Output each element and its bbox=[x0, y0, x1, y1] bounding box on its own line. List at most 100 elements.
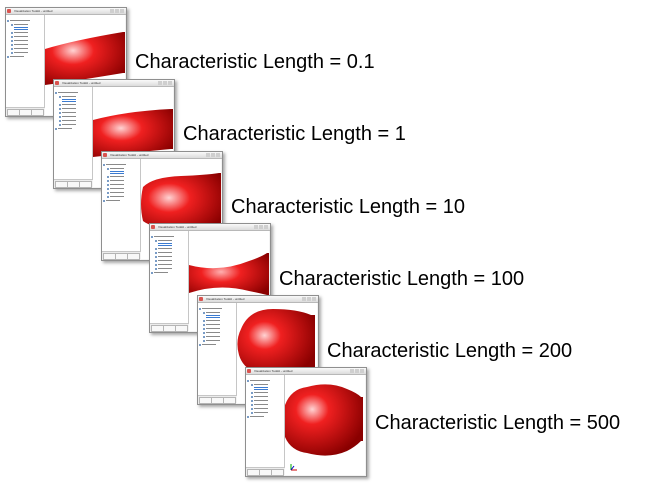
maximize-icon[interactable] bbox=[307, 297, 311, 301]
close-icon[interactable] bbox=[264, 225, 268, 229]
tree-item[interactable] bbox=[11, 51, 28, 54]
tree-item-selected[interactable] bbox=[206, 315, 220, 318]
tree-item[interactable] bbox=[59, 107, 76, 110]
model-tree[interactable] bbox=[246, 375, 285, 468]
tree-item[interactable] bbox=[59, 111, 76, 114]
tab-visibility[interactable] bbox=[175, 325, 188, 332]
tree-item[interactable] bbox=[203, 327, 220, 330]
tree-item[interactable] bbox=[251, 403, 268, 406]
minimize-icon[interactable] bbox=[206, 153, 210, 157]
tree-item[interactable] bbox=[59, 103, 76, 106]
close-icon[interactable] bbox=[120, 9, 124, 13]
tree-item[interactable] bbox=[203, 331, 220, 334]
tab-visibility[interactable] bbox=[271, 469, 284, 476]
tree-item[interactable] bbox=[59, 119, 76, 122]
tree-item[interactable] bbox=[251, 407, 268, 410]
tree-item-selected[interactable] bbox=[110, 171, 124, 174]
close-icon[interactable] bbox=[216, 153, 220, 157]
tree-item[interactable] bbox=[199, 343, 216, 346]
tree-item[interactable] bbox=[155, 255, 172, 258]
tree-item[interactable] bbox=[251, 395, 268, 398]
tree-item[interactable] bbox=[251, 399, 268, 402]
tree-item[interactable] bbox=[11, 47, 28, 50]
title-bar[interactable]: Visualization Toolkit - untitled bbox=[54, 80, 174, 87]
app-window-6[interactable]: Visualization Toolkit - untitled bbox=[245, 367, 367, 477]
tree-item[interactable] bbox=[203, 319, 220, 322]
close-icon[interactable] bbox=[168, 81, 172, 85]
minimize-icon[interactable] bbox=[350, 369, 354, 373]
maximize-icon[interactable] bbox=[163, 81, 167, 85]
tree-item[interactable] bbox=[151, 271, 168, 274]
tree-item-selected[interactable] bbox=[14, 27, 28, 30]
maximize-icon[interactable] bbox=[259, 225, 263, 229]
tree-item[interactable] bbox=[107, 167, 124, 170]
minimize-icon[interactable] bbox=[110, 9, 114, 13]
tree-item[interactable] bbox=[55, 91, 78, 94]
maximize-icon[interactable] bbox=[115, 9, 119, 13]
title-bar[interactable]: Visualization Toolkit - untitled bbox=[150, 224, 270, 231]
tree-item[interactable] bbox=[155, 263, 172, 266]
tree-item[interactable] bbox=[59, 115, 76, 118]
maximize-icon[interactable] bbox=[211, 153, 215, 157]
tree-item-selected[interactable] bbox=[158, 243, 172, 246]
close-icon[interactable] bbox=[360, 369, 364, 373]
tree-item[interactable] bbox=[247, 379, 270, 382]
tree-item[interactable] bbox=[107, 175, 124, 178]
tree-item-selected[interactable] bbox=[62, 99, 76, 102]
axis-triad-icon bbox=[290, 464, 297, 471]
tree-item[interactable] bbox=[107, 179, 124, 182]
tree-item[interactable] bbox=[151, 235, 174, 238]
tree-item-selected[interactable] bbox=[254, 387, 268, 390]
tree-item[interactable] bbox=[11, 39, 28, 42]
tree-item[interactable] bbox=[103, 163, 126, 166]
tree-item[interactable] bbox=[7, 19, 30, 22]
tree-item[interactable] bbox=[59, 123, 76, 126]
minimize-icon[interactable] bbox=[158, 81, 162, 85]
model-tree[interactable] bbox=[6, 15, 45, 108]
tree-item[interactable] bbox=[11, 31, 28, 34]
tab-visibility[interactable] bbox=[31, 109, 44, 116]
title-bar[interactable]: Visualization Toolkit - untitled bbox=[102, 152, 222, 159]
minimize-icon[interactable] bbox=[302, 297, 306, 301]
tree-item[interactable] bbox=[203, 339, 220, 342]
title-bar[interactable]: Visualization Toolkit - untitled bbox=[198, 296, 318, 303]
tab-visibility[interactable] bbox=[127, 253, 140, 260]
tree-item[interactable] bbox=[155, 267, 172, 270]
tree-item[interactable] bbox=[199, 307, 222, 310]
model-tree[interactable] bbox=[54, 87, 93, 180]
title-bar[interactable]: Visualization Toolkit - untitled bbox=[6, 8, 126, 15]
tree-item[interactable] bbox=[155, 247, 172, 250]
tree-item[interactable] bbox=[247, 415, 264, 418]
tab-visibility[interactable] bbox=[79, 181, 92, 188]
render-view[interactable] bbox=[285, 375, 365, 475]
model-tree[interactable] bbox=[198, 303, 237, 396]
tree-item[interactable] bbox=[203, 311, 220, 314]
tab-visibility[interactable] bbox=[223, 397, 236, 404]
tree-item[interactable] bbox=[203, 335, 220, 338]
tree-item[interactable] bbox=[107, 187, 124, 190]
tree-item[interactable] bbox=[55, 127, 72, 130]
tree-item[interactable] bbox=[155, 239, 172, 242]
tree-item[interactable] bbox=[251, 391, 268, 394]
model-tree[interactable] bbox=[150, 231, 189, 324]
tree-item[interactable] bbox=[11, 23, 28, 26]
tree-item[interactable] bbox=[107, 191, 124, 194]
tree-item[interactable] bbox=[11, 43, 28, 46]
title-bar[interactable]: Visualization Toolkit - untitled bbox=[246, 368, 366, 375]
panel-tabs bbox=[150, 323, 188, 332]
tree-item[interactable] bbox=[59, 95, 76, 98]
tree-item[interactable] bbox=[107, 183, 124, 186]
tree-item[interactable] bbox=[7, 55, 24, 58]
close-icon[interactable] bbox=[312, 297, 316, 301]
tree-item[interactable] bbox=[251, 411, 268, 414]
tree-item[interactable] bbox=[11, 35, 28, 38]
tree-item[interactable] bbox=[203, 323, 220, 326]
tree-item[interactable] bbox=[155, 251, 172, 254]
model-tree[interactable] bbox=[102, 159, 141, 252]
tree-item[interactable] bbox=[103, 199, 120, 202]
tree-item[interactable] bbox=[107, 195, 124, 198]
tree-item[interactable] bbox=[155, 259, 172, 262]
tree-item[interactable] bbox=[251, 383, 268, 386]
minimize-icon[interactable] bbox=[254, 225, 258, 229]
maximize-icon[interactable] bbox=[355, 369, 359, 373]
